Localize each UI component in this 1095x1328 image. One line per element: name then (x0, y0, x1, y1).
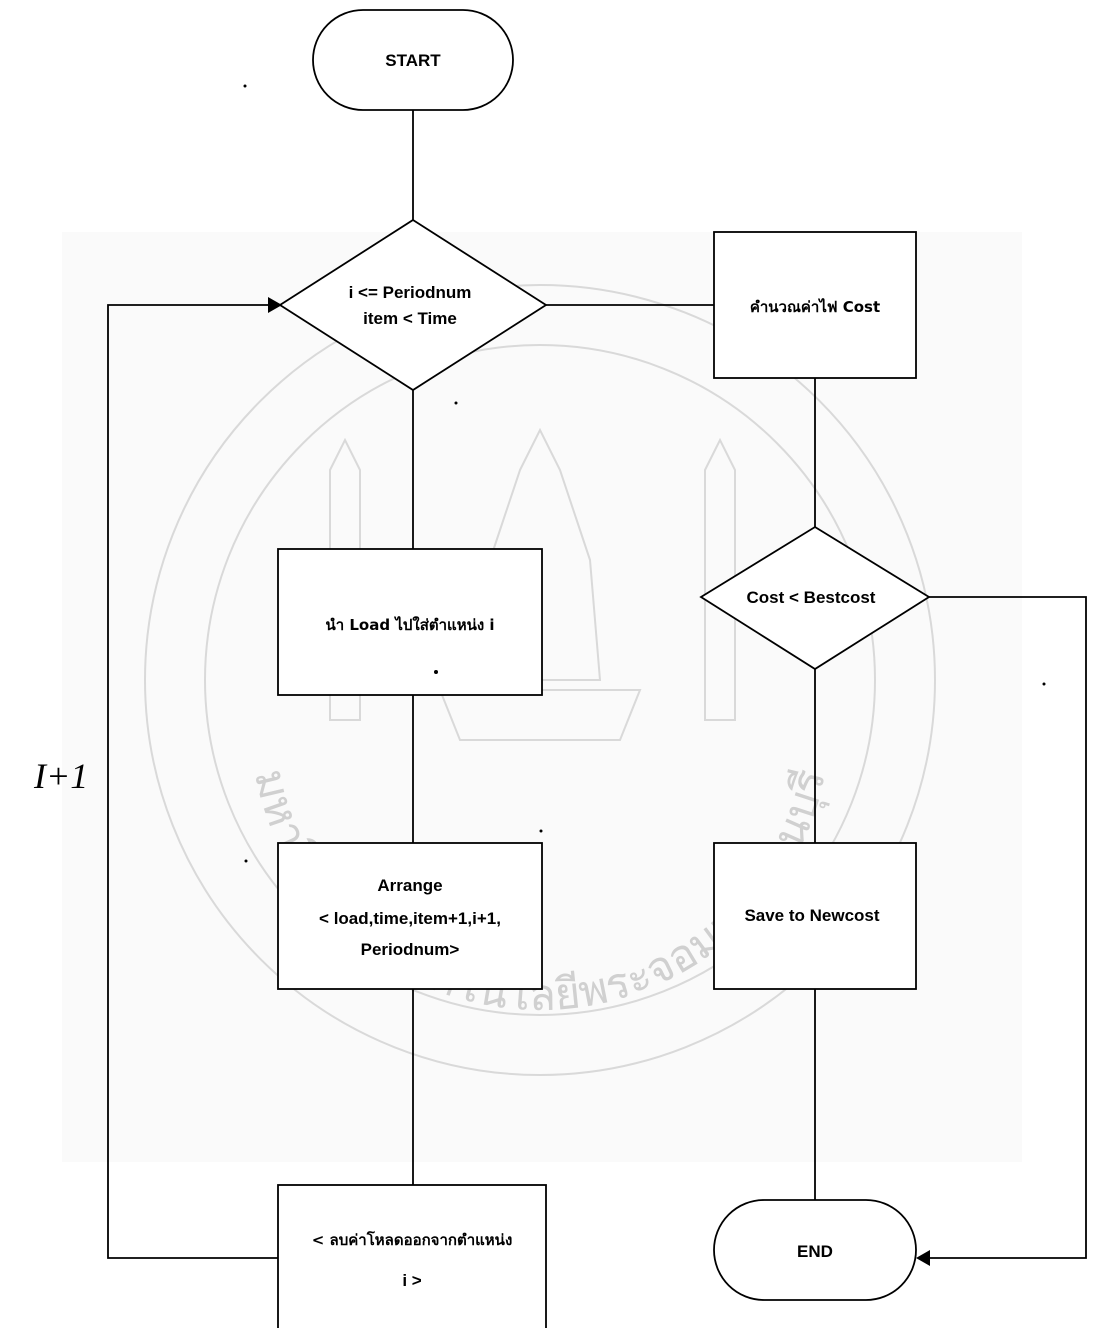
loop-condition-line1: i <= Periodnum (349, 283, 472, 302)
background-band (62, 232, 1022, 1162)
end-arrowhead (916, 1250, 930, 1266)
save-newcost-label: Save to Newcost (744, 906, 879, 925)
put-load-label: นำ Load ไปใส่ตำแหน่ง i (325, 615, 494, 634)
remove-load-line2: i > (402, 1271, 421, 1290)
arrange-line2: < load,time,item+1,i+1, (319, 909, 501, 928)
arrange-line1: Arrange (377, 876, 442, 895)
remove-load-box (277, 1184, 547, 1328)
loop-back-arrowhead (268, 297, 282, 313)
scan-speck (454, 401, 458, 405)
end-label: END (797, 1242, 833, 1261)
calc-cost-box (713, 231, 917, 379)
calc-cost-label: คำนวณค่าไฟ Cost (750, 297, 880, 316)
save-newcost-box (713, 842, 917, 990)
scan-speck (244, 859, 248, 863)
arrange-box (277, 842, 543, 990)
scan-speck (1042, 682, 1046, 686)
remove-load-line1: < ลบค่าโหลดออกจากตำแหน่ง (312, 1230, 513, 1249)
start-label: START (385, 51, 441, 70)
put-load-box (277, 548, 543, 696)
scan-speck (434, 670, 438, 674)
edge-costdecision-to-end (926, 596, 1087, 1259)
scan-speck (539, 829, 543, 833)
cost-condition-label: Cost < Bestcost (747, 588, 876, 607)
edge-loop-back (107, 304, 278, 1259)
loop-condition-line2: item < Time (363, 309, 457, 328)
scan-speck (243, 84, 247, 88)
arrange-line3: Periodnum> (361, 940, 460, 959)
loop-increment-label: I+1 (33, 756, 88, 796)
